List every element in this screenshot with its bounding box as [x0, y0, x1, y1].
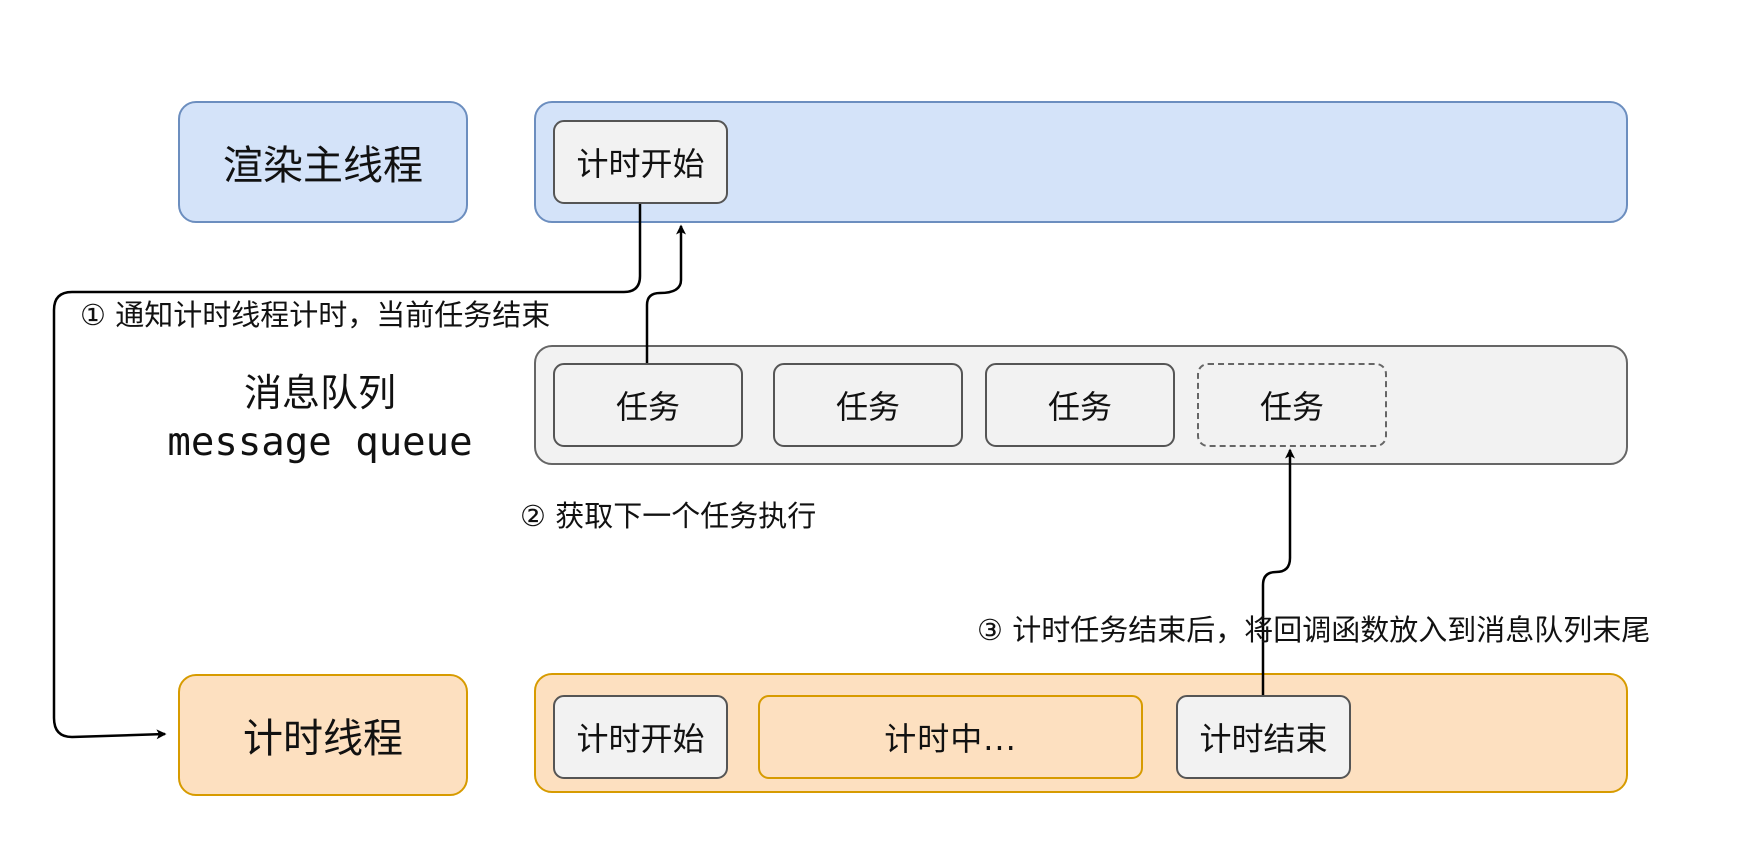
step1-note: ① 通知计时线程计时，当前任务结束 [80, 298, 551, 332]
message-queue-label-en: message queue [167, 420, 473, 465]
step2-connector [645, 224, 686, 363]
render-main-thread-label: 渲染主线程 [178, 101, 468, 223]
timer-task-running-text: 计时中... [884, 720, 1017, 758]
render-task-timer-start-text: 计时开始 [576, 145, 705, 183]
render-task-timer-start: 计时开始 [553, 120, 728, 204]
timer-task-running: 计时中... [758, 695, 1143, 779]
queue-task-3: 任务 [985, 363, 1175, 447]
step3-connector [1261, 448, 1295, 695]
queue-task-2: 任务 [773, 363, 963, 447]
render-main-thread-text: 渲染主线程 [223, 143, 423, 189]
queue-task-3-text: 任务 [1047, 388, 1112, 426]
timer-task-end-text: 计时结束 [1199, 720, 1328, 758]
timer-thread-label: 计时线程 [178, 674, 468, 796]
queue-task-4-pending: 任务 [1197, 363, 1387, 447]
step2-note: ② 获取下一个任务执行 [520, 499, 817, 533]
message-queue-label-zh: 消息队列 [243, 371, 396, 415]
timer-task-start: 计时开始 [553, 695, 728, 779]
timer-task-end: 计时结束 [1176, 695, 1351, 779]
step3-note: ③ 计时任务结束后，将回调函数放入到消息队列末尾 [977, 613, 1651, 647]
timer-task-start-text: 计时开始 [576, 720, 705, 758]
queue-task-1-text: 任务 [615, 388, 680, 426]
queue-task-4-text: 任务 [1259, 388, 1324, 426]
step1-connector [52, 204, 642, 740]
queue-task-1: 任务 [553, 363, 743, 447]
timer-thread-text: 计时线程 [243, 716, 403, 762]
queue-task-2-text: 任务 [835, 388, 900, 426]
message-queue-label: 消息队列 message queue [150, 368, 490, 468]
